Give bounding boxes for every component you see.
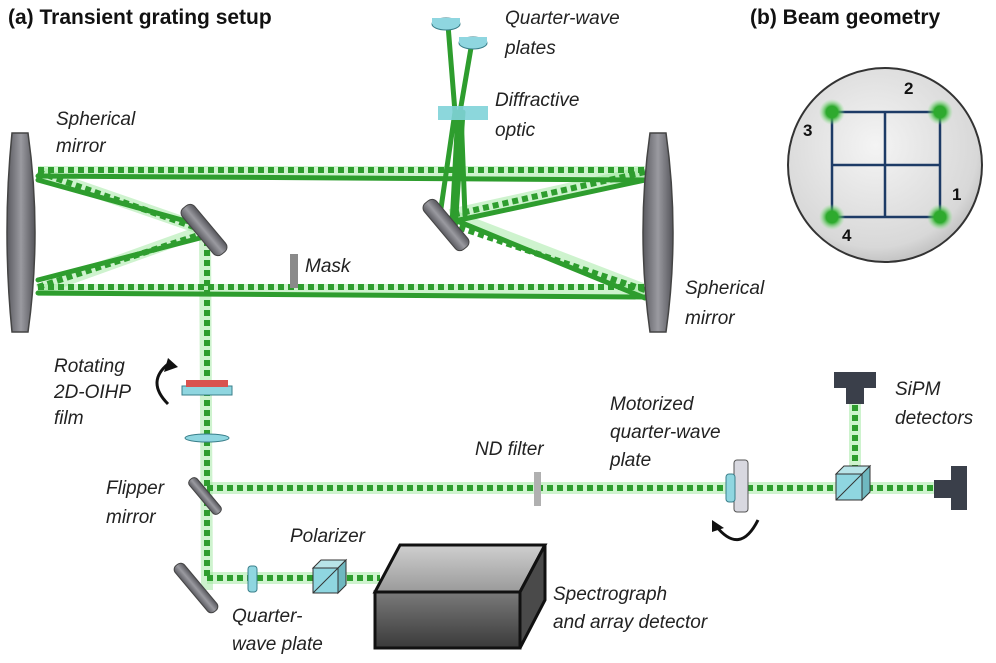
beam-spot bbox=[927, 99, 953, 125]
fold-mirror-right bbox=[422, 198, 470, 252]
label-film-2: 2D-OIHP bbox=[53, 382, 131, 403]
fold-mirror-left bbox=[180, 203, 228, 257]
rotation-arrow-icon bbox=[155, 362, 170, 406]
diffractive-optic bbox=[438, 106, 488, 120]
label-qwp-top-2: plates bbox=[504, 38, 556, 59]
label-spherical-mirror-left-1: Spherical bbox=[56, 109, 136, 130]
lens bbox=[184, 433, 230, 443]
label-flipper-2: mirror bbox=[106, 507, 156, 528]
nd-filter bbox=[534, 472, 541, 506]
label-film-3: film bbox=[54, 408, 84, 429]
quarter-wave-plates-top bbox=[431, 17, 488, 50]
label-spherical-mirror-left-2: mirror bbox=[56, 136, 106, 157]
header-a: (a) Transient grating setup bbox=[8, 6, 272, 29]
beamsplitter-cube bbox=[834, 464, 872, 502]
cavity-beams bbox=[35, 167, 648, 301]
label-sipm-2: detectors bbox=[895, 408, 974, 429]
label-sipm-1: SiPM bbox=[895, 379, 941, 400]
label-spectrograph-2: and array detector bbox=[553, 612, 708, 633]
label-flipper-1: Flipper bbox=[106, 478, 165, 499]
label-diffractive-2: optic bbox=[495, 120, 536, 141]
rotation-arrowhead-icon bbox=[164, 358, 178, 372]
beam-spot bbox=[927, 204, 953, 230]
label-mask: Mask bbox=[305, 256, 352, 277]
spot-label-4: 4 bbox=[842, 226, 852, 245]
label-spherical-mirror-right-2: mirror bbox=[685, 308, 735, 329]
beam-geometry-panel bbox=[787, 67, 983, 263]
quarter-wave-plate-lower bbox=[247, 565, 258, 593]
label-diffractive-1: Diffractive bbox=[495, 90, 579, 111]
label-spherical-mirror-right-1: Spherical bbox=[685, 278, 765, 299]
incoming-beams bbox=[437, 22, 475, 233]
label-qwp-lower-1: Quarter- bbox=[232, 606, 302, 627]
lower-fold-mirror bbox=[173, 562, 219, 614]
spot-label-3: 3 bbox=[803, 121, 812, 140]
spherical-mirror-left bbox=[6, 132, 36, 333]
polarizer-cube bbox=[311, 558, 348, 595]
spot-label-1: 1 bbox=[952, 185, 961, 204]
sipm-detector-top bbox=[834, 372, 876, 404]
label-polarizer: Polarizer bbox=[290, 526, 366, 547]
sipm-detector-right bbox=[934, 466, 967, 510]
motor-rotation-arrow-icon bbox=[714, 519, 760, 542]
label-nd-filter: ND filter bbox=[475, 439, 544, 460]
flipper-mirror bbox=[188, 477, 222, 515]
label-motorized-3: plate bbox=[609, 450, 651, 471]
mask bbox=[290, 254, 298, 288]
motor-arrowhead-icon bbox=[712, 520, 724, 532]
label-qwp-lower-2: wave plate bbox=[232, 634, 323, 655]
beam-spot bbox=[819, 204, 845, 230]
label-spectrograph-1: Spectrograph bbox=[553, 584, 667, 605]
rotating-film bbox=[181, 380, 233, 396]
spectrograph-box bbox=[372, 543, 548, 650]
spherical-mirror-right bbox=[642, 132, 674, 333]
label-motorized-2: quarter-wave bbox=[610, 422, 721, 443]
label-qwp-top-1: Quarter-wave bbox=[505, 8, 620, 29]
spot-label-2: 2 bbox=[904, 79, 913, 98]
header-b: (b) Beam geometry bbox=[750, 6, 941, 29]
motorized-quarter-wave-plate bbox=[725, 459, 749, 513]
label-motorized-1: Motorized bbox=[610, 394, 695, 415]
signal-beams bbox=[204, 230, 955, 581]
beam-geometry-grid bbox=[830, 110, 942, 219]
label-film-1: Rotating bbox=[54, 356, 125, 377]
beam-spot bbox=[819, 99, 845, 125]
